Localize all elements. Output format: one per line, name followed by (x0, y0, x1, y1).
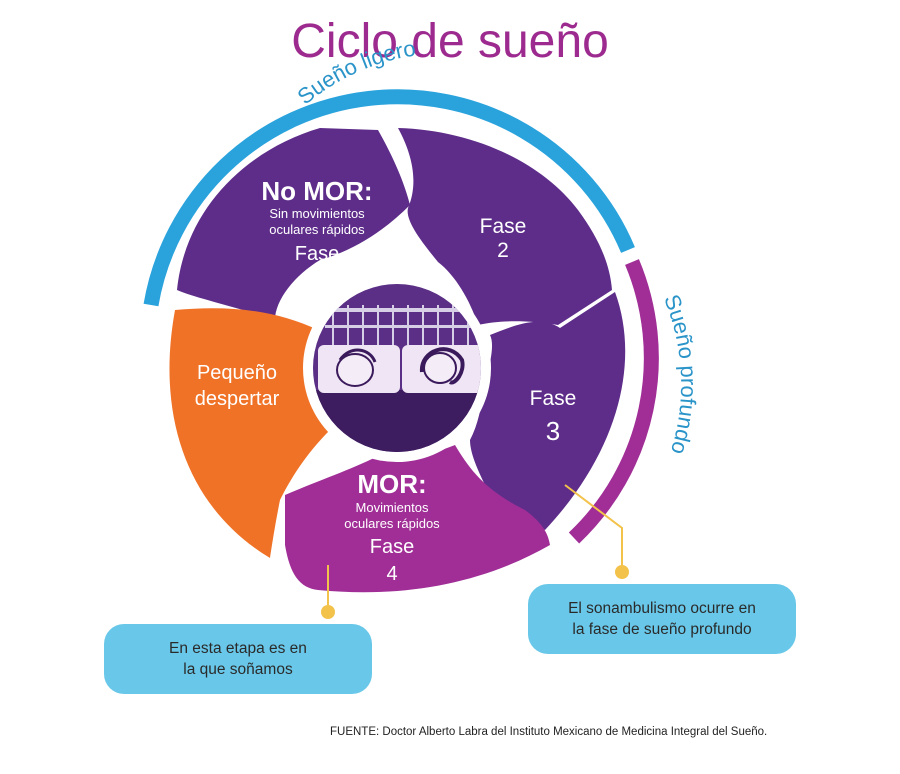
fase4-heading: MOR: (357, 469, 426, 499)
fase3-number: 3 (546, 416, 560, 446)
fase2-label: Fase (480, 215, 527, 238)
segment-fase-2 (398, 128, 612, 325)
fase4-desc-2: oculares rápidos (344, 516, 440, 531)
fase2-number: 2 (497, 239, 509, 262)
callout-sleepwalk: El sonambulismo ocurre en la fase de sue… (528, 584, 796, 654)
leader-dot-dream (321, 605, 335, 619)
page-title: Ciclo de sueño (291, 15, 609, 68)
callout-dream-line-2: la que soñamos (183, 661, 293, 678)
segment-fase-4 (285, 445, 550, 593)
fase1-number: 1 (311, 268, 322, 290)
light-sleep-arc (143, 89, 635, 307)
callout-sleepwalk-line-1: El sonambulismo ocurre en (568, 600, 756, 617)
deep-sleep-arc (568, 259, 659, 544)
callout-sleepwalk-line-2: la fase de sueño profundo (572, 621, 752, 638)
leader-line-sleepwalk (564, 484, 623, 570)
deep-sleep-label: Sueño profundo (659, 291, 701, 457)
segment-fase-1 (177, 128, 410, 320)
fase4-number: 4 (386, 563, 397, 585)
fase3-label: Fase (530, 387, 577, 410)
wake-line-2: despertar (195, 388, 280, 410)
leader-dot-sleepwalk (615, 565, 629, 579)
segment-wake (169, 308, 330, 558)
wake-line-1: Pequeño (197, 362, 277, 384)
fase1-desc-2: oculares rápidos (269, 222, 365, 237)
source-credit: FUENTE: Doctor Alberto Labra del Institu… (330, 726, 768, 738)
fase1-desc-1: Sin movimientos (269, 206, 365, 221)
fase4-desc-1: Movimientos (356, 500, 429, 515)
sleeping-couple-illustration (313, 284, 481, 452)
fase4-label: Fase (370, 536, 414, 558)
callout-dream-line-1: En esta etapa es en (169, 640, 307, 657)
fase1-label: Fase (295, 243, 339, 265)
fase1-heading: No MOR: (261, 176, 372, 206)
segment-fase-3 (470, 292, 626, 530)
callout-dream: En esta etapa es en la que soñamos (104, 624, 372, 694)
